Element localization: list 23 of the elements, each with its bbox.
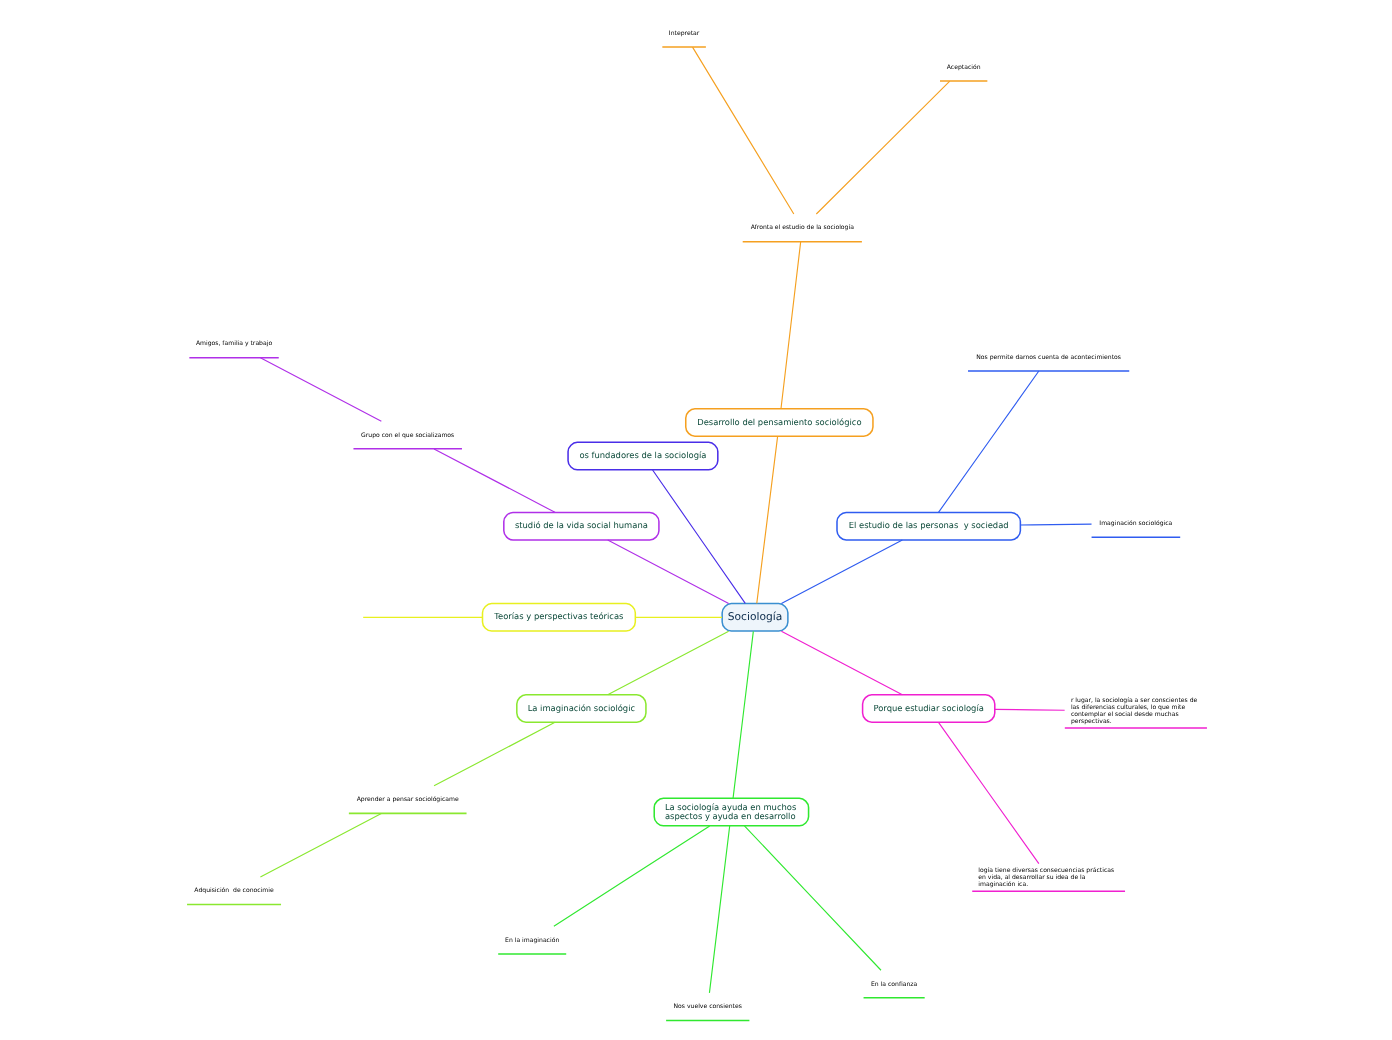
connector bbox=[432, 721, 555, 787]
connector bbox=[432, 448, 555, 513]
connector bbox=[779, 241, 801, 410]
connector bbox=[258, 812, 381, 878]
connector bbox=[1018, 523, 1092, 526]
connector bbox=[731, 630, 753, 799]
connector bbox=[814, 80, 950, 215]
connector bbox=[993, 708, 1065, 711]
connector bbox=[633, 616, 722, 618]
connector bbox=[742, 825, 881, 971]
connector bbox=[707, 825, 730, 994]
connector bbox=[361, 616, 482, 618]
connector bbox=[779, 630, 902, 696]
connector bbox=[651, 469, 745, 604]
connector bbox=[690, 46, 794, 215]
connector bbox=[606, 630, 729, 696]
connector bbox=[552, 825, 710, 927]
connector bbox=[258, 357, 381, 422]
connector bbox=[779, 539, 902, 605]
connector bbox=[936, 721, 1039, 865]
connector bbox=[606, 539, 729, 605]
connector bbox=[755, 435, 778, 604]
connector bbox=[936, 370, 1039, 513]
